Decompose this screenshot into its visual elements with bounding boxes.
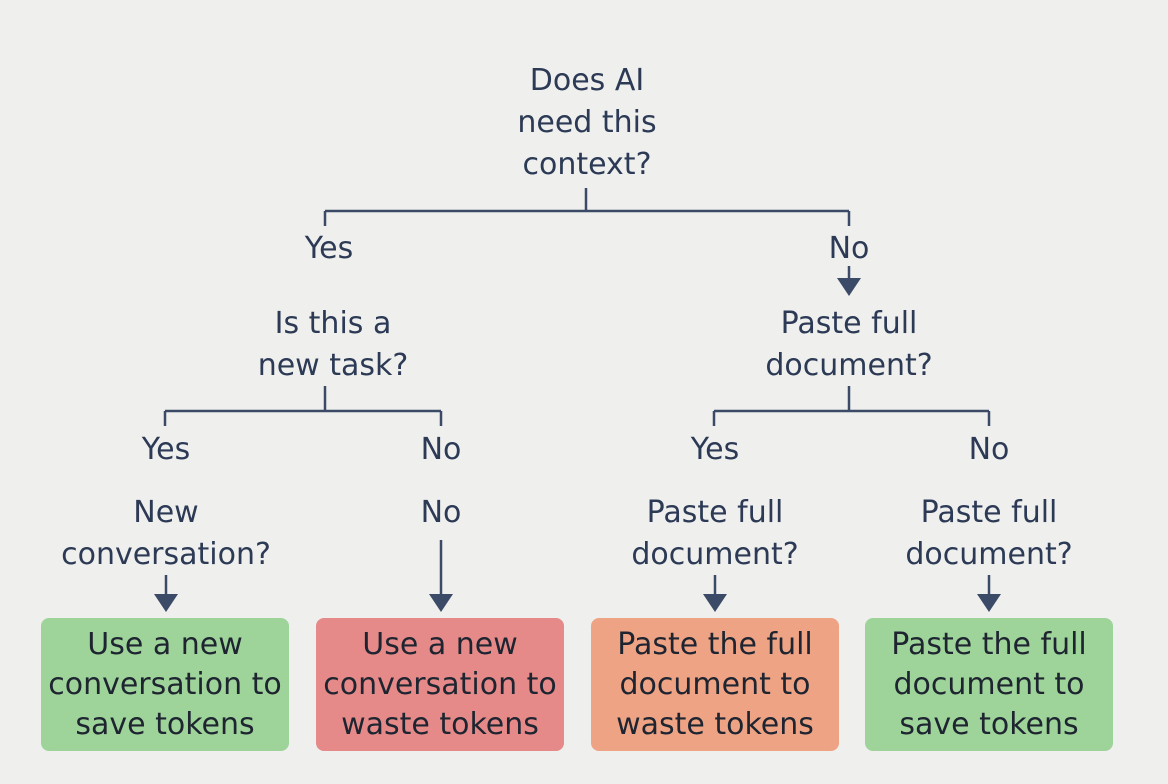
outcome-box-waste-new-conversation: Use a new conversation to waste tokens [316, 618, 564, 751]
outcome-box-save-new-conversation: Use a new conversation to save tokens [41, 618, 289, 751]
left-left-question: New conversation? [61, 495, 271, 572]
outcome-text: Use a new conversation to waste tokens [323, 626, 557, 742]
outcome-text: Use a new conversation to save tokens [48, 626, 282, 742]
branch-label-right-yes: Yes [690, 432, 740, 467]
outcome-text: Paste the full document to save tokens [891, 626, 1087, 742]
branch-label-root-no: No [828, 231, 870, 266]
right-question: Paste full document? [765, 306, 933, 383]
branch-label-root-yes: Yes [304, 231, 354, 266]
branch-label-right-no: No [968, 432, 1010, 467]
outcome-text: Paste the full document to waste tokens [616, 626, 814, 742]
outcome-box-save-full-document: Paste the full document to save tokens [865, 618, 1113, 751]
left-right-question: No [420, 495, 462, 530]
outcome-box-waste-full-document: Paste the full document to waste tokens [591, 618, 839, 751]
root-question: Does AI need this context? [517, 63, 657, 182]
branch-label-left-yes: Yes [141, 432, 191, 467]
left-question: Is this a new task? [257, 306, 409, 383]
branch-label-left-no: No [420, 432, 462, 467]
right-right-question: Paste full document? [905, 495, 1073, 572]
right-left-question: Paste full document? [631, 495, 799, 572]
